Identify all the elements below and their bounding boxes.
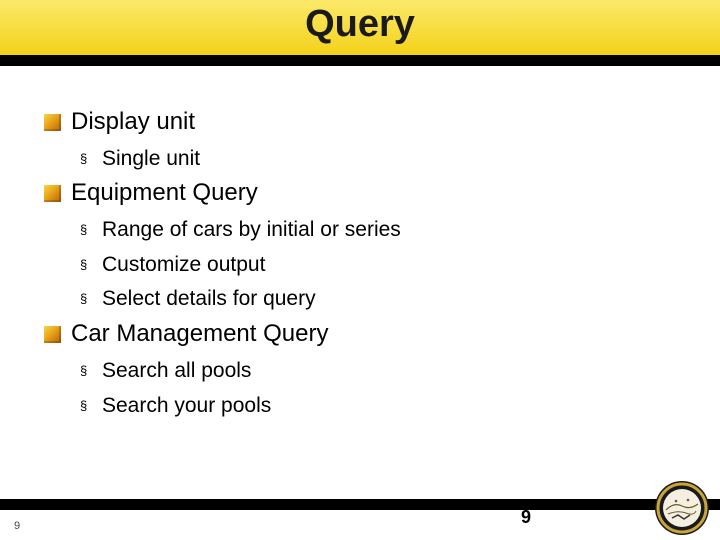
footer-divider bbox=[0, 499, 720, 510]
seal-logo bbox=[655, 481, 709, 535]
sub-list-item: § Search your pools bbox=[80, 393, 271, 419]
section-bullet-icon: § bbox=[80, 222, 88, 237]
sub-list-item: § Single unit bbox=[80, 146, 200, 172]
slide-number: 9 bbox=[521, 507, 532, 527]
slide-title: Query bbox=[305, 3, 415, 45]
title-bar bbox=[0, 0, 720, 55]
sub-list-item-label: Range of cars by initial or series bbox=[102, 218, 401, 241]
sub-list-item: § Select details for query bbox=[80, 286, 316, 312]
section-bullet-icon: § bbox=[80, 363, 88, 378]
slide-number-small: 9 bbox=[14, 520, 21, 532]
list-item-equipment-query: Equipment Query bbox=[44, 179, 258, 207]
list-item-label: Equipment Query bbox=[71, 179, 258, 206]
square-bullet-icon bbox=[44, 325, 61, 343]
square-bullet-icon bbox=[44, 184, 61, 202]
section-bullet-icon: § bbox=[80, 257, 88, 272]
sub-list-item-label: Select details for query bbox=[102, 287, 316, 310]
sub-list-item: § Search all pools bbox=[80, 358, 251, 384]
list-item-label: Display unit bbox=[71, 108, 196, 135]
square-bullet-icon bbox=[44, 113, 61, 131]
sub-list-item-label: Customize output bbox=[102, 253, 266, 276]
sub-list-item: § Range of cars by initial or series bbox=[80, 217, 401, 243]
sub-list-item-label: Search your pools bbox=[102, 394, 272, 417]
list-item-display-unit: Display unit bbox=[44, 108, 195, 136]
section-bullet-icon: § bbox=[80, 398, 88, 413]
section-bullet-icon: § bbox=[80, 291, 88, 306]
title-divider bbox=[0, 55, 720, 66]
list-item-car-management-query: Car Management Query bbox=[44, 320, 328, 348]
section-bullet-icon: § bbox=[80, 151, 88, 166]
list-item-label: Car Management Query bbox=[71, 320, 329, 347]
sub-list-item-label: Single unit bbox=[102, 147, 201, 170]
sub-list-item: § Customize output bbox=[80, 252, 265, 278]
sub-list-item-label: Search all pools bbox=[102, 359, 252, 382]
